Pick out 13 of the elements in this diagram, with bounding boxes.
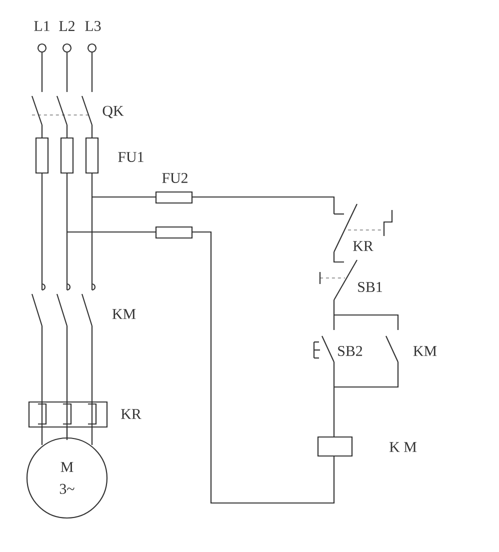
component-label: KM: [413, 346, 437, 356]
component-label: L1: [34, 21, 50, 31]
component-label: FU2: [162, 172, 188, 184]
component-label: SB2: [338, 346, 362, 356]
component-label: L3: [85, 20, 101, 32]
component-label: K M: [390, 442, 416, 452]
component-label: L2: [59, 21, 74, 31]
component-label: SB1: [358, 282, 382, 292]
component-label: KR: [353, 241, 374, 251]
component-label: FU1: [118, 152, 144, 162]
component-label: KM: [112, 309, 136, 319]
component-label: QK: [102, 106, 124, 118]
component-label: KR: [121, 409, 142, 419]
